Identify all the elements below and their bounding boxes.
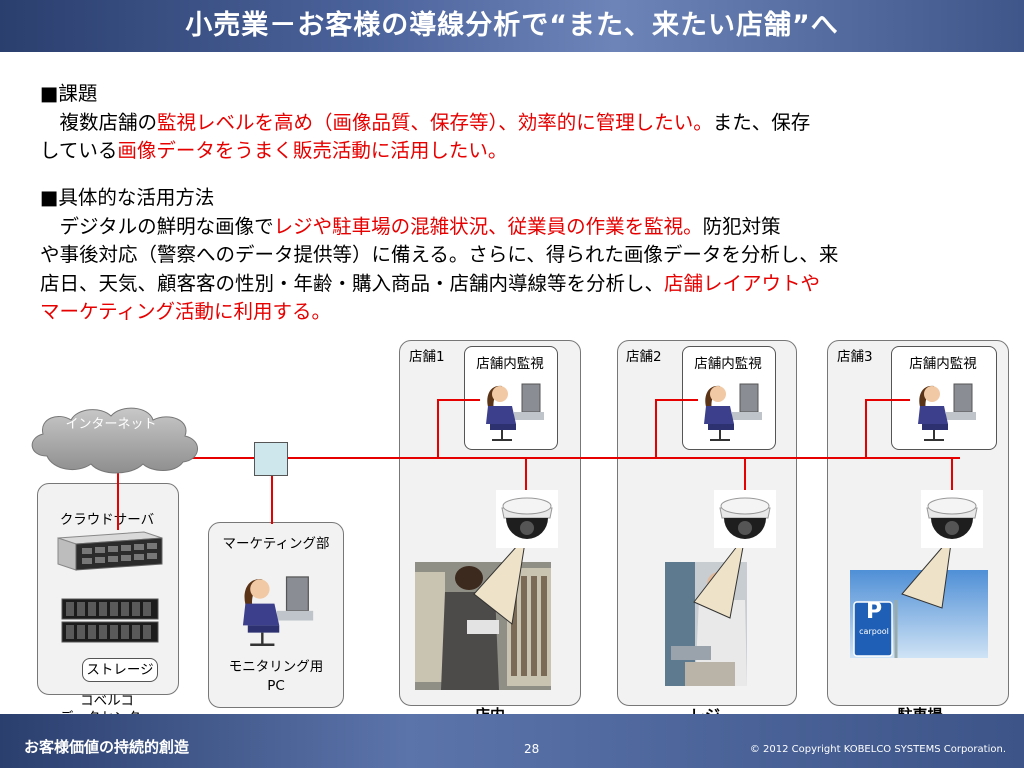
parking-sign-word: carpool [859, 627, 889, 636]
usage-section: ■具体的な活用方法 デジタルの鮮明な画像でレジや駐車場の混雑状況、従業員の作業を… [40, 184, 1010, 327]
usage-heading: ■具体的な活用方法 [40, 186, 215, 209]
cloud-server-label: クラウドサーバ [59, 512, 155, 528]
internet-label: インターネット [65, 417, 157, 432]
usage-line-2: や事後対応（警察へのデータ提供等）に備える。さらに、得られた画像データを分析し、… [40, 243, 839, 266]
store-3-name: 店舗3 [837, 349, 873, 365]
usage-line-1: デジタルの鮮明な画像でレジや駐車場の混雑状況、従業員の作業を監視。防犯対策 [40, 214, 781, 238]
network-hub [254, 442, 288, 476]
internet-cloud [25, 404, 207, 476]
page-number: 28 [524, 742, 540, 756]
footer-tagline: お客様価値の持続的創造 [24, 738, 190, 756]
store-1-name: 店舗1 [409, 349, 445, 365]
storage-image [60, 597, 160, 645]
store-1-camera-icon [496, 490, 558, 548]
usage-line-4: マーケティング活動に利用する。 [40, 300, 331, 323]
store-1-camera-view [473, 534, 527, 625]
title-bar [0, 0, 1024, 52]
copyright: © 2012 Copyright KOBELCO SYSTEMS Corpora… [749, 744, 1006, 755]
monitoring-pc-label: モニタリング用 PC [228, 659, 324, 694]
store-2-camera-icon [714, 490, 776, 548]
store-3-camera-view [901, 534, 953, 609]
store-3-monitor-label: 店舗内監視 [909, 356, 977, 372]
slide-title: 小売業－お客様の導線分析で“また、来たい店舗”へ [185, 10, 839, 41]
store-3-monitor-box [891, 346, 997, 450]
marketing-label: マーケティング部 [222, 536, 330, 552]
issues-section: ■課題 複数店舗の監視レベルを高め（画像品質、保存等）、効率的に管理したい。また… [40, 80, 1000, 166]
usage-line-3: 店日、天気、顧客客の性別・年齢・購入商品・店舗内導線等を分析し、店舗レイアウトや [40, 271, 821, 295]
store-3-operator-image [904, 372, 980, 444]
store-2-camera-view [693, 535, 746, 619]
store-1-monitor-box [464, 346, 558, 450]
marketing-operator-image [226, 562, 318, 650]
issues-line-2: している画像データをうまく販売活動に活用したい。 [40, 139, 508, 162]
store-1-operator-image [472, 372, 548, 444]
footer-bar [0, 714, 1024, 768]
register-photo [665, 562, 747, 686]
issues-heading: ■課題 [40, 82, 98, 105]
issues-line-1: 複数店舗の監視レベルを高め（画像品質、保存等）、効率的に管理したい。また、保存 [40, 110, 811, 134]
parking-sign-letter: P [865, 599, 883, 624]
store-interior-photo [415, 562, 551, 690]
store-2-operator-image [690, 372, 766, 444]
store-3-camera-icon [921, 490, 983, 548]
server-image [54, 528, 164, 574]
store-1-monitor-label: 店舗内監視 [476, 356, 544, 372]
store-2-monitor-box [682, 346, 776, 450]
store-2-monitor-label: 店舗内監視 [694, 356, 762, 372]
storage-label: ストレージ [82, 658, 158, 682]
store-2-name: 店舗2 [626, 349, 662, 365]
